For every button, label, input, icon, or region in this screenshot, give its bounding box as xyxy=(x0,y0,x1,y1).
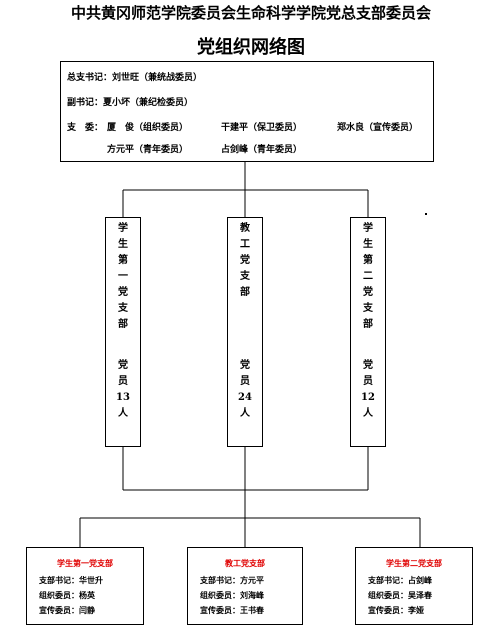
committee-row: 宣传委员：闫静 xyxy=(39,605,95,615)
committee-row: 组织委员：杨英 xyxy=(39,590,95,600)
committee-row: 支部书记：华世升 xyxy=(39,575,103,585)
committee-row: 宣传委员：王书春 xyxy=(200,605,264,615)
committee-box-faculty: 教工党支部 支部书记：方元平 组织委员：刘海峰 宣传委员：王书春 xyxy=(187,547,303,625)
committee-title: 学生第一党支部 xyxy=(57,558,113,568)
members-label: 支 委： xyxy=(67,123,104,133)
stray-dot xyxy=(425,213,427,215)
committee-title: 教工党支部 xyxy=(225,558,265,568)
committee-row: 支部书记：方元平 xyxy=(200,575,264,585)
general-committee-box: 总支书记：刘世旺（兼统战委员） 副书记：夏小坏（兼纪检委员） 支 委： 厦 俊（… xyxy=(60,61,434,162)
member-item: 占剑峰（青年委员） xyxy=(221,145,303,155)
secretary-line: 总支书记：刘世旺（兼统战委员） xyxy=(67,73,203,83)
member-item: 方元平（青年委员） xyxy=(107,145,189,155)
org-title: 中共黄冈师范学院委员会生命科学学院党总支部委员会 xyxy=(70,4,431,22)
committee-row: 支部书记：占剑峰 xyxy=(368,575,432,585)
branch-name: 学生第二党支部 xyxy=(363,223,373,330)
member-item: 干建平（保卫委员） xyxy=(221,123,303,133)
committee-box-student-1: 学生第一党支部 支部书记：华世升 组织委员：杨英 宣传委员：闫静 xyxy=(26,547,144,625)
chart-title: 党组织网络图 xyxy=(197,37,305,58)
member-item: 郑水良（宣传委员） xyxy=(337,123,419,133)
deputy-line: 副书记：夏小坏（兼纪检委员） xyxy=(67,98,194,108)
member-item: 厦 俊（组织委员） xyxy=(107,123,189,133)
committee-row: 宣传委员：李娅 xyxy=(368,605,424,615)
branch-name: 学生第一党支部 xyxy=(118,223,128,330)
committee-box-student-2: 学生第二党支部 支部书记：占剑峰 组织委员：吴泽春 宣传委员：李娅 xyxy=(355,547,473,625)
committee-title: 学生第二党支部 xyxy=(386,558,442,568)
committee-row: 组织委员：刘海峰 xyxy=(200,590,264,600)
committee-row: 组织委员：吴泽春 xyxy=(368,590,432,600)
branch-name: 教工党支部 xyxy=(240,223,250,298)
